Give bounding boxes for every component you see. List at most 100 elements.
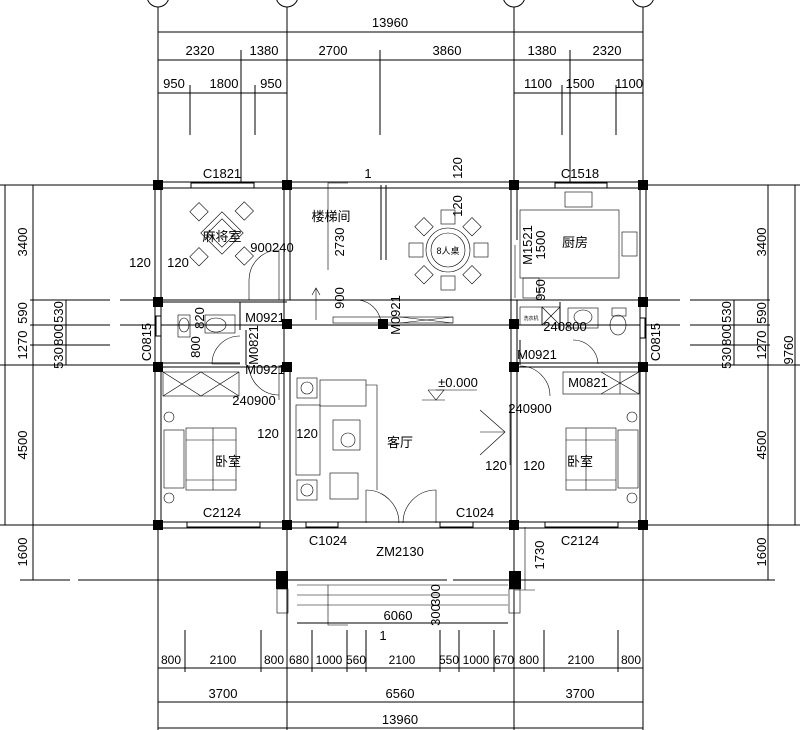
dim-label: 120 [129, 255, 151, 270]
dim-label: 1600 [754, 538, 769, 567]
dim-label: 560 [346, 653, 366, 667]
room-labels: 麻将室 楼梯间 8人桌 厨房 卧室 卧室 客厅 洗衣机 [202, 209, 593, 469]
dim-label: 120 [167, 255, 189, 270]
window-label: C1518 [561, 166, 599, 181]
door-label: M0921 [517, 347, 557, 362]
dim-label: 1500 [533, 231, 548, 260]
window-label: C2124 [203, 505, 241, 520]
window-label: C1024 [456, 505, 494, 520]
dim-top-row2: 2320 1380 2700 3860 1380 2320 [186, 43, 622, 58]
room-label-bedroom-right: 卧室 [567, 454, 593, 469]
dim-label: 1000 [463, 653, 490, 667]
dim-label: 1730 [532, 541, 547, 570]
dim-label: 800 [161, 653, 181, 667]
dim-label: 3860 [433, 43, 462, 58]
window-label: C1821 [203, 166, 241, 181]
level-mark [422, 389, 477, 401]
dim-label: 530 [719, 301, 734, 323]
walls [154, 181, 647, 529]
dim-label: 3700 [566, 686, 595, 701]
dim-label: 950 [163, 76, 185, 91]
door-label: M1521 [520, 225, 535, 265]
dim-right: 3400 590 1270 4500 1600 530 800 530 9760 [719, 228, 796, 567]
dim-label: 800 [188, 336, 203, 358]
dim-label: 1270 [754, 331, 769, 360]
window-label: C0815 [139, 323, 154, 361]
room-label-mahjong: 麻将室 [202, 229, 241, 244]
dim-label: 1500 [566, 76, 595, 91]
room-label-bedroom-left: 卧室 [215, 454, 241, 469]
door-label: M0821 [246, 325, 261, 365]
dim-label: 1380 [250, 43, 279, 58]
dim-label: 2100 [568, 653, 595, 667]
dim-label: 120 [296, 426, 318, 441]
dim-label: 670 [494, 653, 514, 667]
washer-label: 洗衣机 [523, 315, 538, 322]
stair [276, 182, 535, 626]
dim-label: 800 [519, 653, 539, 667]
window-label: C2124 [561, 533, 599, 548]
dim-label: 1100 [615, 76, 643, 91]
dim-label: 120 [523, 458, 545, 473]
dim-label: 2320 [186, 43, 215, 58]
dim-label: 950 [260, 76, 282, 91]
dim-label: 240900 [232, 393, 275, 408]
dim-top-total: 13960 [372, 15, 408, 30]
axis-bubbles [147, 0, 654, 8]
room-label-stair: 楼梯间 [311, 209, 350, 224]
dim-bottom-total: 13960 [382, 712, 418, 727]
dim-label: 530 [51, 301, 66, 323]
dim-label: 2700 [319, 43, 348, 58]
dim-label: 2100 [389, 653, 416, 667]
opening-labels: C1821 C1518 C0815 C0815 C2124 C2124 C102… [139, 166, 663, 559]
dim-label: 1100 [524, 76, 552, 91]
dim-label: 6560 [386, 686, 415, 701]
dim-bottom-row1: 800 2100 800 680 1000 560 2100 550 1000 … [161, 653, 641, 667]
dim-label: 4500 [754, 431, 769, 460]
room-label-kitchen: 厨房 [562, 235, 588, 250]
door-label: M0921 [245, 362, 285, 377]
dim-label: 3400 [754, 228, 769, 257]
dim-label: 2730 [332, 228, 347, 257]
dim-label: 120 [485, 458, 507, 473]
dim-label: 9760 [781, 336, 796, 365]
axis-lines [0, 7, 800, 730]
dim-label: 590 [754, 302, 769, 324]
door-label: ZM2130 [376, 544, 424, 559]
door-label: M0921 [245, 310, 285, 325]
top-dimensions [158, 31, 643, 185]
dim-label: 240800 [543, 319, 586, 334]
dim-label: 1600 [15, 538, 30, 567]
dim-label: 900 [332, 287, 347, 309]
section-mark: 1 [364, 166, 371, 181]
dim-label: 590 [15, 302, 30, 324]
window-label: C1024 [309, 533, 347, 548]
table-label: 8人桌 [436, 245, 459, 256]
dim-label: 820 [192, 307, 207, 329]
dim-label: 300 [428, 584, 443, 606]
dim-label: 800 [719, 324, 734, 346]
bottom-dimensions [158, 622, 643, 729]
level-label: ±0.000 [438, 375, 478, 390]
dim-label: 2100 [210, 653, 237, 667]
dim-bottom-row2: 3700 6560 3700 13960 [209, 686, 595, 727]
dim-label: 530 [51, 347, 66, 369]
section-mark: 1 [379, 628, 386, 643]
dim-label: 530 [719, 347, 734, 369]
dim-label: 1000 [316, 653, 343, 667]
dim-label: 680 [289, 653, 309, 667]
dim-label: 4500 [15, 431, 30, 460]
dim-label: 950 [533, 279, 548, 301]
dim-label: 120 [450, 157, 465, 179]
dim-label: 300 [428, 604, 443, 626]
doors [211, 245, 599, 524]
dim-label: 3400 [15, 228, 30, 257]
dim-label: 240900 [508, 401, 551, 416]
dim-label: 120 [450, 195, 465, 217]
dim-label: 900240 [250, 240, 293, 255]
side-dimensions [4, 185, 796, 580]
dim-label: 120 [257, 426, 279, 441]
furniture [162, 191, 640, 504]
windows [155, 182, 646, 528]
dim-label: 800 [264, 653, 284, 667]
